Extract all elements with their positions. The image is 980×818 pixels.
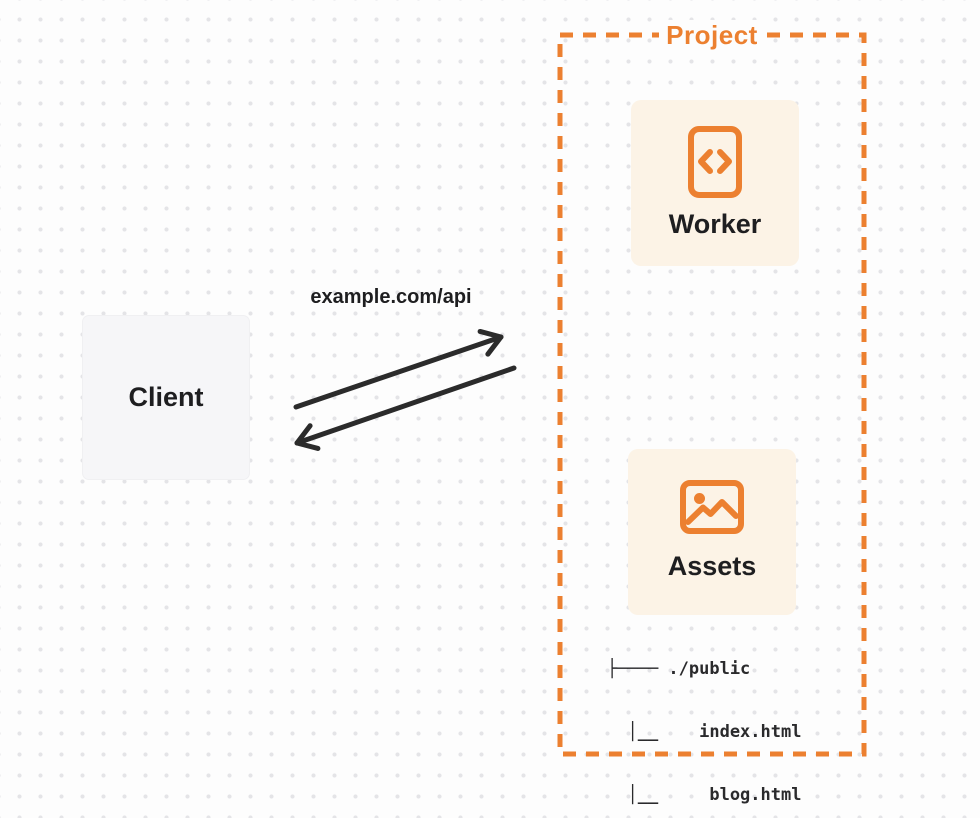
client-node: Client (82, 315, 250, 480)
project-label-text: Project (659, 20, 765, 51)
response-arrow (294, 365, 517, 451)
code-document-icon (688, 126, 742, 198)
assets-file-tree: ├──── ./public │__ index.html │__ blog.h… (607, 617, 801, 818)
request-arrow (293, 328, 504, 410)
request-url-label: example.com/api (310, 286, 472, 308)
project-label: Project (560, 20, 864, 51)
file-tree-item: │__ index.html (607, 722, 802, 742)
worker-label: Worker (668, 209, 762, 239)
project-boundary (557, 32, 867, 757)
client-label: Client (128, 382, 204, 412)
assets-node: Assets (628, 449, 796, 615)
image-icon (680, 480, 744, 534)
assets-label: Assets (667, 551, 757, 581)
worker-node: Worker (631, 100, 799, 266)
file-tree-item: │__ blog.html (607, 785, 802, 805)
file-tree-root: ├──── ./public (607, 659, 751, 679)
